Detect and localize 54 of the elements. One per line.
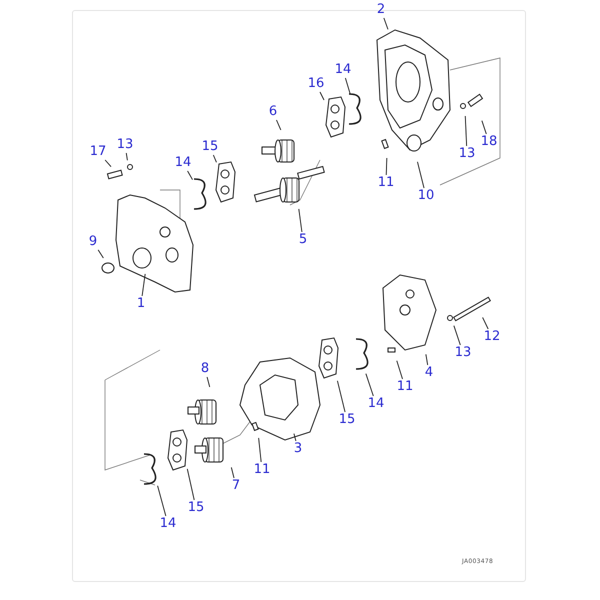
leader-line [425, 354, 428, 366]
leader-line [258, 438, 262, 462]
callout-number: 4 [424, 366, 434, 380]
callout-number: 13 [454, 346, 472, 360]
callout-number: 10 [418, 189, 434, 203]
leader-line [294, 433, 296, 442]
leader-line [230, 466, 234, 478]
leader-line [142, 274, 146, 296]
leader-line [104, 160, 112, 168]
leader-line [98, 249, 104, 258]
leader-line [417, 161, 424, 188]
callout-number: 18 [480, 135, 498, 149]
callout-number: 7 [232, 479, 240, 493]
callout-number: 15 [338, 413, 356, 427]
callout-number: 14 [368, 397, 384, 411]
leader-line [365, 373, 374, 396]
callout-number: 16 [308, 77, 324, 91]
callout-number: 1 [136, 297, 146, 311]
callout-number: 9 [88, 235, 98, 249]
leader-line [320, 92, 324, 100]
callout-number: 3 [294, 442, 302, 456]
leader-line [482, 316, 489, 330]
callout-number: 5 [298, 233, 308, 247]
callout-number: 14 [334, 63, 352, 77]
callout-number: 2 [376, 3, 386, 17]
leader-line [186, 468, 195, 500]
leader-line [336, 380, 346, 412]
leader-line [386, 158, 388, 176]
leader-line [298, 208, 302, 232]
leader-line [396, 360, 403, 380]
callout-number: 11 [396, 380, 414, 394]
callout-number: 8 [200, 362, 210, 376]
leader-line [206, 376, 210, 388]
leader-line [481, 120, 487, 134]
callout-number: 12 [484, 330, 500, 344]
leader-line [126, 152, 128, 161]
leader-line [212, 154, 217, 163]
callout-number: 15 [202, 140, 218, 154]
callout-number: 11 [254, 463, 270, 477]
callout-number: 13 [116, 138, 134, 152]
leader-line [344, 78, 351, 95]
leader-line [464, 116, 468, 146]
callout-number: 6 [268, 105, 278, 119]
leader-line [157, 485, 166, 516]
leader-line [276, 120, 282, 130]
callout-number: 14 [174, 156, 192, 170]
callout-number: 17 [90, 145, 106, 159]
callout-number: 14 [160, 517, 176, 531]
leader-line [453, 325, 461, 346]
callout-number: 13 [458, 147, 476, 161]
leader-line [187, 170, 193, 180]
callout-number: 15 [188, 501, 204, 515]
callout-number: 11 [378, 176, 394, 190]
leader-line [383, 18, 388, 30]
